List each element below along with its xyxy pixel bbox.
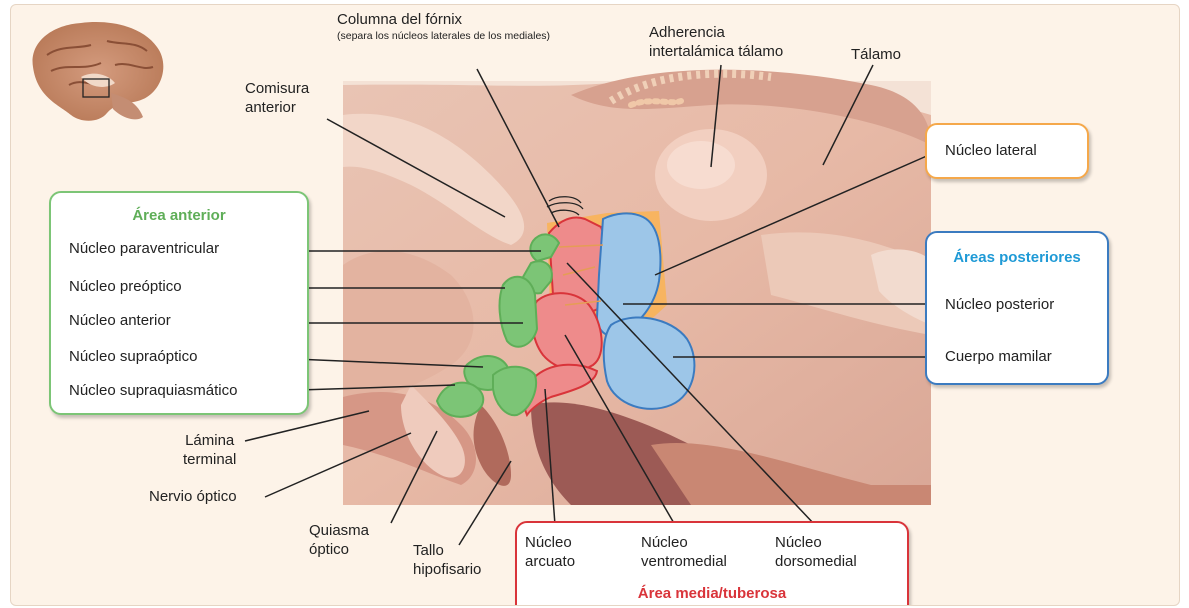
- label-tallo-hipofisario: Tallo hipofisario: [413, 541, 481, 579]
- label-comisura-anterior: Comisura anterior: [245, 79, 309, 117]
- anatomy-figure: Columna del fórnix (separa los núcleos l…: [10, 4, 1180, 606]
- label-adherencia: Adherencia intertalámica tálamo: [649, 23, 783, 61]
- nucleus-arcuato: Núcleo arcuato: [525, 533, 575, 571]
- nucleus-preoptico: Núcleo preóptico: [69, 277, 182, 296]
- nucleus-anterior: Núcleo anterior: [69, 311, 171, 330]
- nucleus-lateral: Núcleo lateral: [945, 141, 1037, 160]
- brain-thumbnail-icon: [33, 22, 164, 121]
- label-quiasma-optico: Quiasma óptico: [309, 521, 369, 559]
- posterior-areas-title: Áreas posteriores: [927, 249, 1107, 266]
- medial-area-title: Área media/tuberosa: [517, 585, 907, 602]
- label-lamina-terminal: Lámina terminal: [183, 431, 236, 469]
- nucleus-supraquiasmatico: Núcleo supraquiasmático: [69, 381, 237, 400]
- anterior-area-box: Área anterior Núcleo paraventricular Núc…: [49, 191, 309, 415]
- nucleus-paraventricular: Núcleo paraventricular: [69, 239, 219, 258]
- label-nervio-optico: Nervio óptico: [149, 487, 237, 506]
- nucleus-posterior: Núcleo posterior: [945, 295, 1054, 314]
- label-fornix: Columna del fórnix (separa los núcleos l…: [337, 10, 550, 43]
- nucleus-ventromedial: Núcleo ventromedial: [641, 533, 727, 571]
- nucleus-supraoptico: Núcleo supraóptico: [69, 347, 197, 366]
- posterior-areas-box: Áreas posteriores Núcleo posterior Cuerp…: [925, 231, 1109, 385]
- cuerpo-mamilar: Cuerpo mamilar: [945, 347, 1052, 366]
- label-talamo: Tálamo: [851, 45, 901, 64]
- lateral-nucleus-box: Núcleo lateral: [925, 123, 1089, 179]
- nucleus-dorsomedial: Núcleo dorsomedial: [775, 533, 857, 571]
- anterior-area-title: Área anterior: [51, 207, 307, 224]
- medial-area-box: Núcleo arcuato Núcleo ventromedial Núcle…: [515, 521, 909, 606]
